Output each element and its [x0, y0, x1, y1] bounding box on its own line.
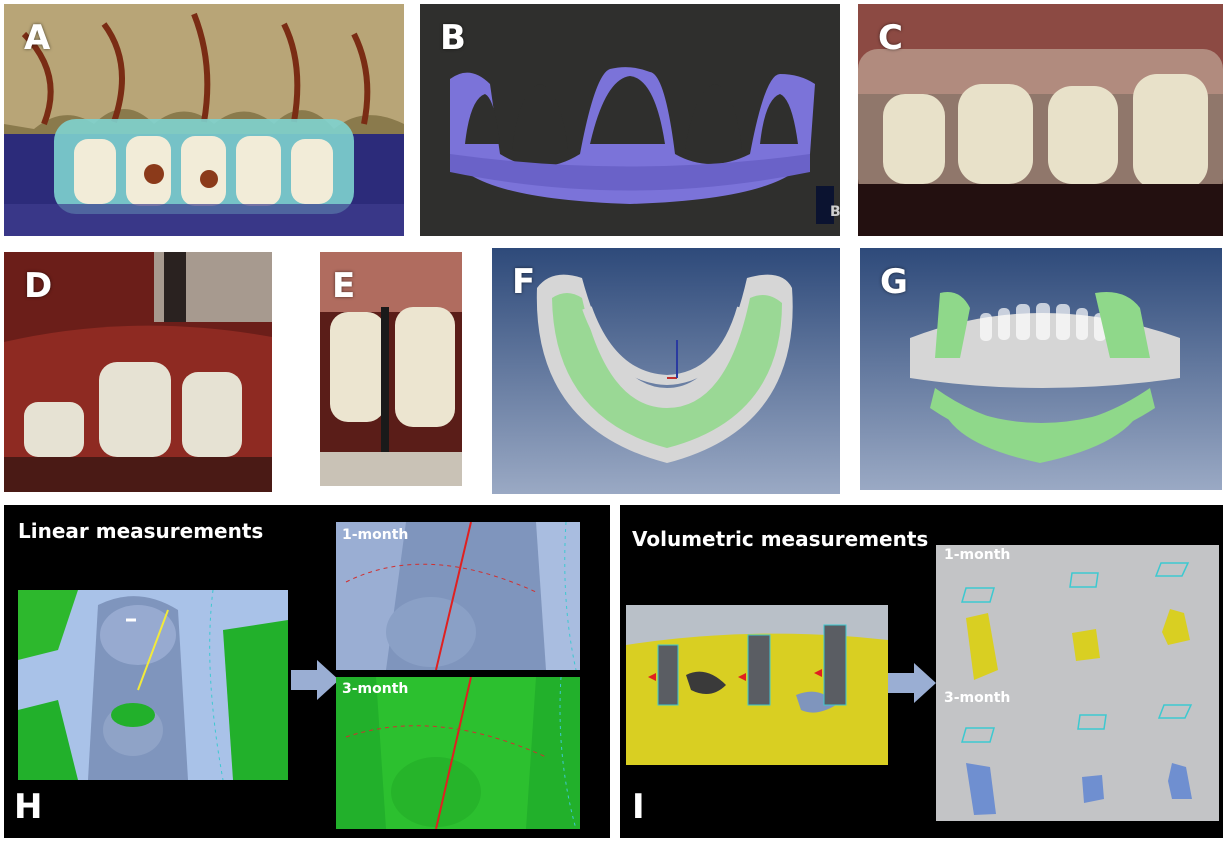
- cad-guide-image: [420, 4, 840, 236]
- panel-a-ct-render: A: [4, 4, 404, 236]
- panel-i-label: I: [632, 787, 645, 827]
- linear-measure-main-image: [18, 590, 288, 780]
- panel-f-scan-occlusal: F: [492, 248, 840, 494]
- panel-d-label: D: [24, 266, 53, 306]
- panel-i-three-month-label: 3-month: [944, 690, 1011, 706]
- panel-b-corner-text: B: [830, 204, 840, 220]
- panel-e-probe-photo: E: [320, 252, 462, 486]
- panel-h-one-month-label: 1-month: [342, 527, 409, 543]
- right-arrow-icon: [888, 663, 936, 703]
- right-arrow-icon: [291, 660, 339, 700]
- panel-h-title: Linear measurements: [18, 519, 264, 543]
- panel-h-linear-measurements: Linear measurements 1-month 3-month H: [4, 505, 610, 838]
- panel-i-title: Volumetric measurements: [632, 527, 929, 551]
- panel-g-scan-frontal: G: [860, 248, 1222, 490]
- ct-render-image: [4, 4, 404, 236]
- volumetric-segments-image: [961, 562, 1193, 815]
- panel-a-label: A: [24, 18, 51, 58]
- panel-f-label: F: [512, 262, 536, 302]
- scan-frontal-image: [860, 248, 1222, 490]
- panel-h-label: H: [14, 787, 43, 827]
- panel-i-volumetric-measurements: Volumetric measurements 1-month 3-month: [620, 505, 1223, 838]
- scan-occlusal-image: [492, 248, 840, 494]
- linear-measure-3-month-image: [336, 677, 580, 829]
- surgery-photo-d: [4, 252, 272, 492]
- panel-b-cad-guide: B B: [420, 4, 840, 236]
- panel-b-label: B: [440, 18, 466, 58]
- panel-i-one-month-label: 1-month: [944, 547, 1011, 563]
- volumetric-model-image: [626, 605, 888, 765]
- linear-measure-1-month-image: [336, 522, 580, 670]
- clinical-photo-c: [858, 4, 1223, 236]
- panel-c-clinical-photo: C: [858, 4, 1223, 236]
- panel-e-label: E: [332, 266, 356, 306]
- panel-c-label: C: [878, 18, 903, 58]
- probe-photo-e: [320, 252, 462, 486]
- panel-h-three-month-label: 3-month: [342, 681, 409, 697]
- panel-g-label: G: [880, 262, 908, 302]
- panel-d-surgery-photo: D: [4, 252, 272, 492]
